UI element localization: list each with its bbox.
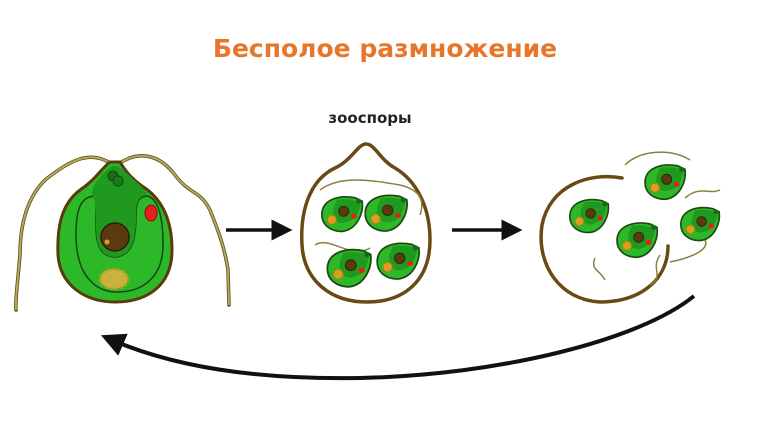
zoospore [616, 222, 659, 259]
ruptured-sporangium-wall [539, 174, 670, 304]
zoospore [568, 198, 610, 234]
zoospore [679, 206, 721, 242]
eyespot [144, 204, 158, 222]
zoospores-label: зооспоры [328, 109, 411, 127]
mature-chlamydomonas-cell [14, 154, 231, 312]
nucleus [100, 222, 130, 252]
sporangium [300, 142, 432, 304]
nucleolus [104, 239, 110, 245]
released-zoospores [539, 151, 721, 304]
curved-return-arrow-icon [100, 294, 696, 381]
diagram-title: Бесполое размножение [213, 34, 557, 63]
pyrenoid [98, 267, 130, 291]
zoospore [644, 164, 687, 201]
sporangium-wall [300, 142, 432, 304]
